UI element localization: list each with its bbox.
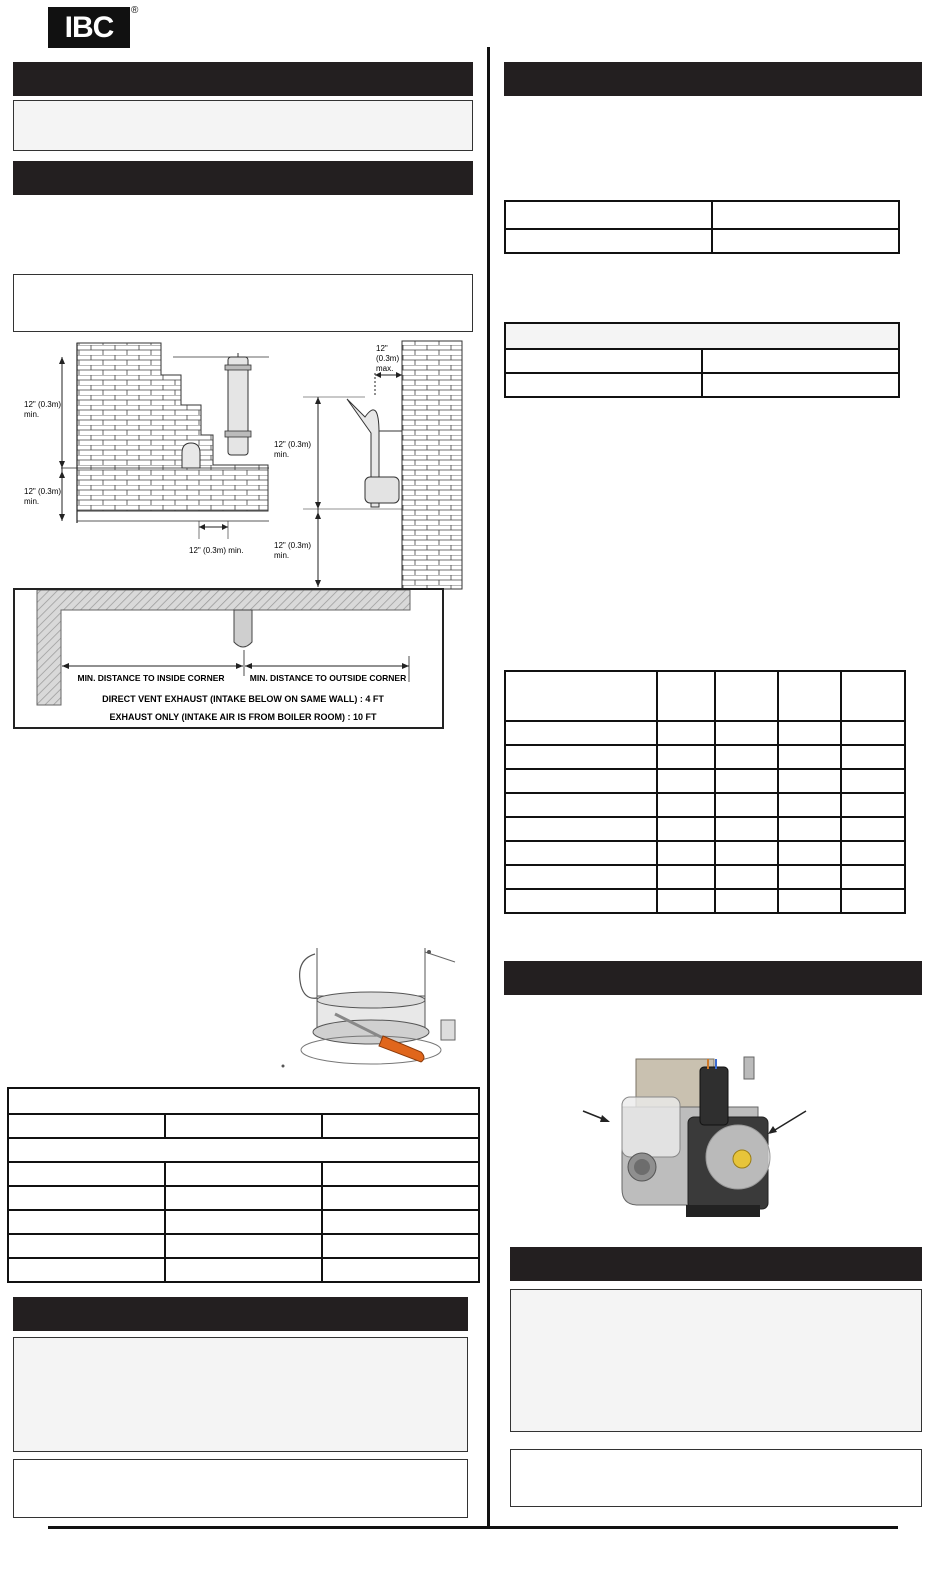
section-header-bar-4	[504, 62, 922, 96]
note-box-3	[13, 1337, 468, 1452]
dim-label-right-max: 12"	[376, 344, 388, 353]
table-row	[504, 864, 906, 890]
table-row	[7, 1233, 480, 1259]
vent-clearance-diagram: 12" (0.3m) min. 12" (0.3m) min. 12" (0.3…	[24, 340, 463, 590]
section-header-bar-1	[13, 62, 473, 96]
section-header-bar-3	[13, 1297, 468, 1331]
brick-wall-right	[401, 340, 463, 590]
svg-text:min.: min.	[274, 551, 289, 560]
table-header-cell	[504, 670, 658, 722]
note-box-5	[510, 1289, 922, 1432]
svg-text:(0.3m): (0.3m)	[376, 354, 399, 363]
table-row	[504, 888, 906, 914]
table-row	[504, 840, 906, 866]
screwdriver-handle	[378, 1035, 425, 1063]
svg-text:min.: min.	[24, 410, 39, 419]
exhaust-pipe	[227, 356, 249, 456]
table-row	[504, 720, 906, 746]
svg-text:min.: min.	[24, 497, 39, 506]
registered-mark: ®	[131, 5, 139, 16]
dim-label-left-top: 12" (0.3m)	[24, 400, 61, 409]
table-subheader-row	[7, 1137, 480, 1163]
table-header-cell	[840, 670, 906, 722]
dim-label-right-low: 12" (0.3m)	[274, 541, 311, 550]
ibc-logo: IBC	[48, 7, 130, 48]
left-data-table	[7, 1087, 480, 1283]
table-row	[504, 200, 900, 230]
table-row	[7, 1209, 480, 1235]
column-divider	[487, 47, 490, 1529]
vent-adjustment-illustration	[281, 948, 456, 1068]
right-table-2	[504, 322, 900, 398]
note-box-4	[13, 1459, 468, 1518]
table-header-cell	[656, 670, 716, 722]
table-header-cell	[777, 670, 842, 722]
inside-corner-label: MIN. DISTANCE TO INSIDE CORNER	[77, 673, 224, 683]
dim-label-left-bottom: 12" (0.3m)	[24, 487, 61, 496]
table-row	[504, 816, 906, 842]
section-header-bar-6	[510, 1247, 922, 1281]
dim-label-right-mid: 12" (0.3m)	[274, 440, 311, 449]
table-row	[504, 348, 900, 374]
intake-elbow	[181, 442, 201, 469]
table-row	[504, 768, 906, 794]
table-header-cell	[7, 1113, 166, 1139]
gas-valve-illustration	[582, 1056, 807, 1217]
right-table-1	[504, 200, 900, 254]
note-box-1	[13, 100, 473, 151]
footer-rule	[48, 1526, 898, 1529]
table-header-cell	[714, 670, 779, 722]
right-table-3	[504, 670, 906, 914]
vent-outlet	[233, 609, 253, 648]
section-header-bar-5	[504, 961, 922, 995]
corner-distance-box	[13, 588, 444, 729]
svg-text:max.: max.	[376, 364, 393, 373]
note-box-6	[510, 1449, 922, 1507]
corner-distance-diagram: MIN. DISTANCE TO INSIDE CORNER MIN. DIST…	[36, 590, 411, 722]
svg-text:min.: min.	[274, 450, 289, 459]
table-title-row	[7, 1087, 480, 1115]
table-row	[7, 1185, 480, 1211]
section-header-bar-2	[13, 161, 473, 195]
brick-wall-left	[76, 342, 269, 512]
table-row	[504, 792, 906, 818]
wall-section	[36, 590, 411, 706]
table-row	[504, 228, 900, 254]
outside-corner-label: MIN. DISTANCE TO OUTSIDE CORNER	[250, 673, 406, 683]
table-row	[504, 372, 900, 398]
table-title-row	[504, 322, 900, 350]
note-box-2	[13, 274, 473, 332]
table-header-cell	[164, 1113, 323, 1139]
table-row	[7, 1257, 480, 1283]
table-header-cell	[321, 1113, 480, 1139]
direct-vent-label: DIRECT VENT EXHAUST (INTAKE BELOW ON SAM…	[102, 694, 384, 704]
exhaust-only-label: EXHAUST ONLY (INTAKE AIR IS FROM BOILER …	[109, 712, 377, 722]
dim-label-bottom: 12" (0.3m) min.	[189, 546, 243, 555]
table-row	[504, 744, 906, 770]
table-row	[7, 1161, 480, 1187]
